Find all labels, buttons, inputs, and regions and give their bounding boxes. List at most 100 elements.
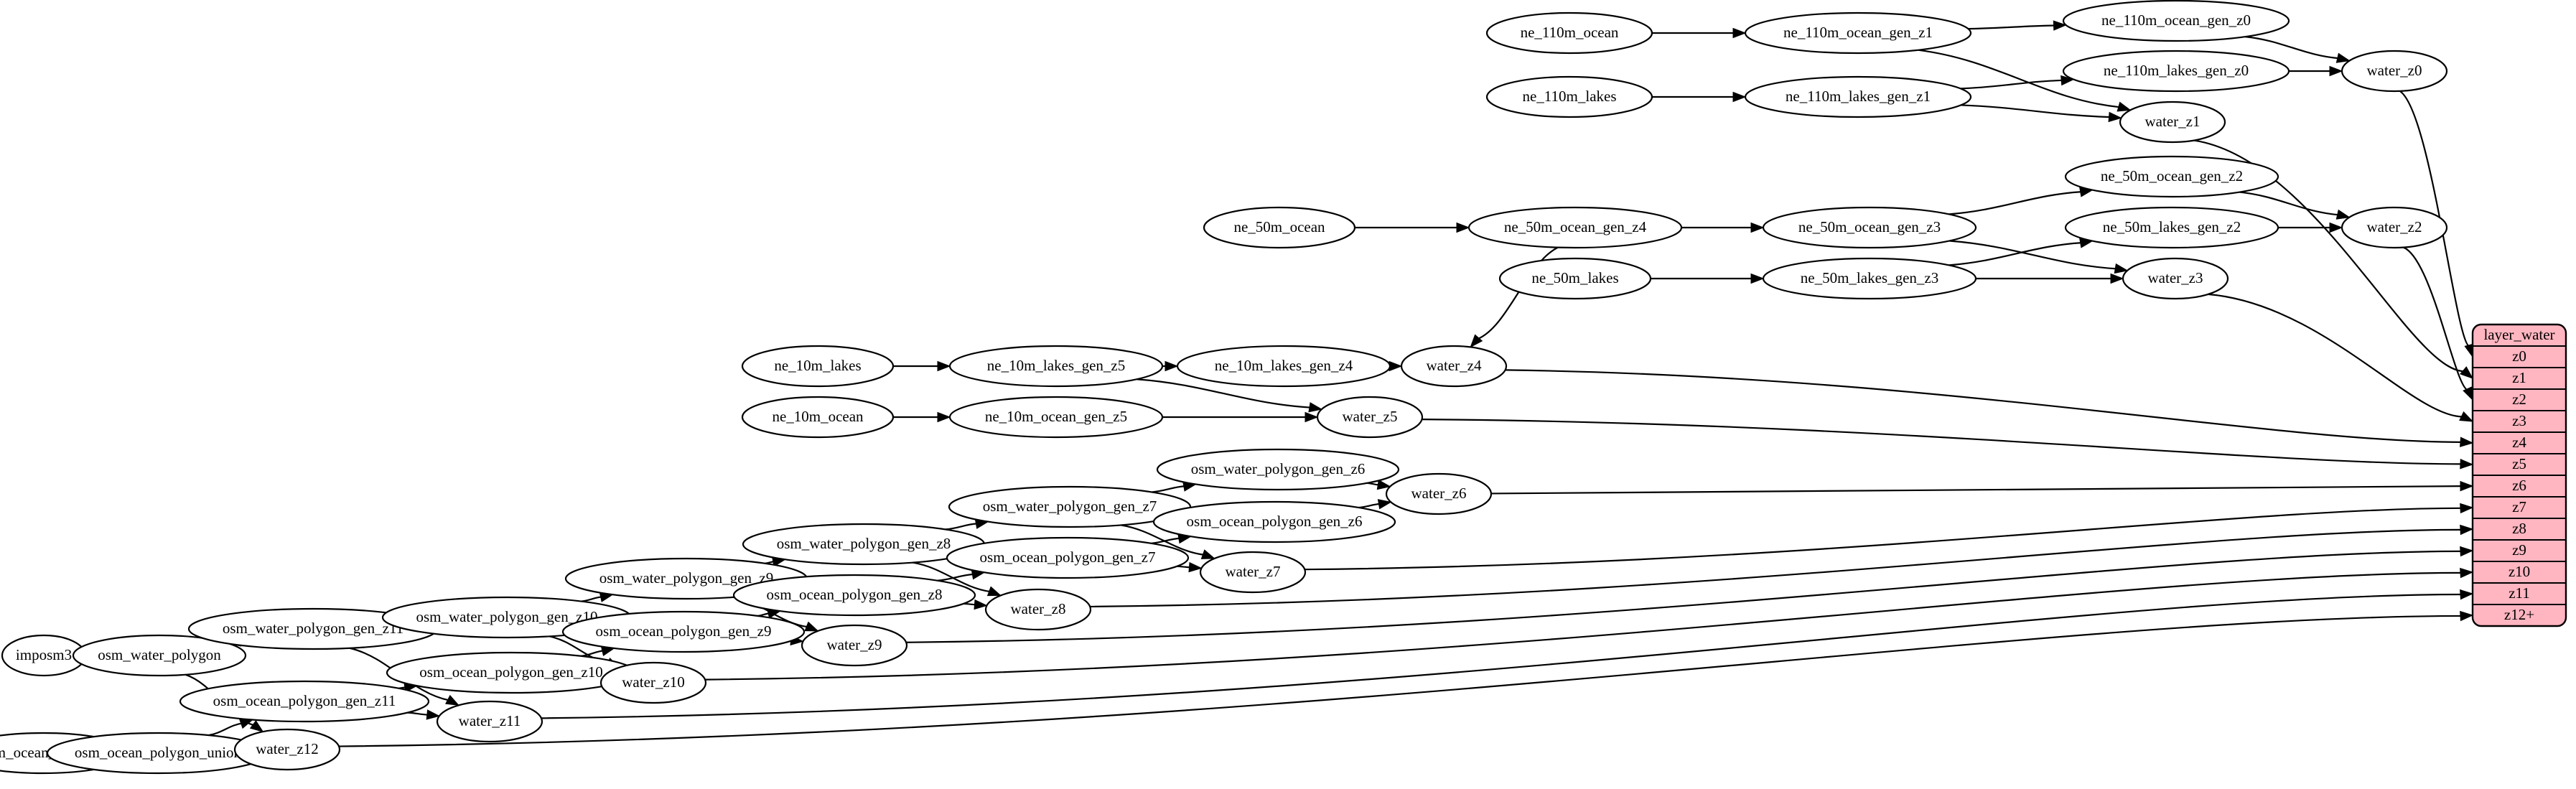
node-ellipse[interactable] [2119, 101, 2226, 144]
graph-node-ne_50m_ocean_gen_z3[interactable]: ne_50m_ocean_gen_z3 [1762, 206, 1977, 249]
node-ellipse[interactable] [1203, 206, 1356, 249]
graph-node-water_z4[interactable]: water_z4 [1400, 345, 1508, 388]
graph-node-osm_ocean_polygon_gen_z8[interactable]: osm_ocean_polygon_gen_z8 [732, 574, 976, 617]
layer-water-table[interactable]: layer_waterz0z1z2z3z4z5z6z7z8z9z10z11z12… [2471, 323, 2567, 627]
graph-node-water_z0[interactable]: water_z0 [2341, 50, 2448, 93]
layer-water-row-z7[interactable]: z7 [2512, 498, 2526, 515]
graph-node-water_z9[interactable]: water_z9 [801, 624, 908, 667]
graph-node-water_z8[interactable]: water_z8 [984, 588, 1092, 631]
layer-water-row-z5[interactable]: z5 [2512, 455, 2526, 472]
node-ellipse[interactable] [2122, 257, 2229, 300]
node-ellipse[interactable] [2341, 50, 2448, 93]
node-ellipse[interactable] [1485, 11, 1653, 55]
graph-node-osm_ocean_polygon_gen_z6[interactable]: osm_ocean_polygon_gen_z6 [1152, 500, 1396, 543]
node-ellipse[interactable] [1485, 75, 1653, 118]
graph-node-ne_50m_ocean_gen_z2[interactable]: ne_50m_ocean_gen_z2 [2064, 155, 2279, 198]
graph-node-osm_ocean_polygon_gen_z11[interactable]: osm_ocean_polygon_gen_z11 [179, 680, 430, 723]
graph-node-ne_50m_lakes_gen_z3[interactable]: ne_50m_lakes_gen_z3 [1762, 257, 1977, 300]
graph-node-water_z11[interactable]: water_z11 [436, 700, 543, 743]
edge-arrowhead [1200, 549, 1215, 559]
node-ellipse[interactable] [179, 680, 430, 723]
node-ellipse[interactable] [741, 396, 895, 439]
graph-node-water_z7[interactable]: water_z7 [1199, 551, 1307, 594]
graph-node-ne_110m_ocean[interactable]: ne_110m_ocean [1485, 11, 1653, 55]
edge-arrowhead [2108, 111, 2122, 123]
node-ellipse[interactable] [741, 345, 895, 388]
node-ellipse[interactable] [1199, 551, 1307, 594]
graph-node-ne_110m_lakes_gen_z1[interactable]: ne_110m_lakes_gen_z1 [1744, 75, 1972, 118]
graph-node-osm_ocean_polygon_gen_z10[interactable]: osm_ocean_polygon_gen_z10 [386, 651, 637, 694]
node-ellipse[interactable] [1762, 257, 1977, 300]
node-ellipse[interactable] [386, 651, 637, 694]
node-ellipse[interactable] [948, 396, 1164, 439]
node-ellipse[interactable] [801, 624, 908, 667]
layer-water-row-z9[interactable]: z9 [2512, 541, 2526, 559]
node-ellipse[interactable] [2064, 206, 2279, 249]
node-ellipse[interactable] [2064, 155, 2279, 198]
graph-node-ne_50m_ocean_gen_z4[interactable]: ne_50m_ocean_gen_z4 [1467, 206, 1683, 249]
node-ellipse[interactable] [1762, 206, 1977, 249]
node-ellipse[interactable] [2062, 0, 2290, 42]
node-ellipse[interactable] [1316, 396, 1424, 439]
layer-water-row-z12+[interactable]: z12+ [2504, 606, 2534, 623]
graph-node-water_z12[interactable]: water_z12 [233, 728, 341, 771]
layer-water-row-z6[interactable]: z6 [2512, 477, 2526, 494]
layer-water-row-z1[interactable]: z1 [2512, 369, 2526, 386]
node-ellipse[interactable] [1152, 500, 1396, 543]
graph-node-ne_10m_lakes_gen_z4[interactable]: ne_10m_lakes_gen_z4 [1176, 345, 1391, 388]
graph-node-water_z6[interactable]: water_z6 [1385, 472, 1493, 515]
node-ellipse[interactable] [948, 345, 1164, 388]
node-ellipse[interactable] [732, 574, 976, 617]
node-ellipse[interactable] [1400, 345, 1508, 388]
graph-node-ne_110m_lakes_gen_z0[interactable]: ne_110m_lakes_gen_z0 [2062, 50, 2290, 93]
node-ellipse[interactable] [599, 661, 707, 704]
graph-node-ne_10m_lakes_gen_z5[interactable]: ne_10m_lakes_gen_z5 [948, 345, 1164, 388]
edge-arrowhead [2110, 273, 2124, 284]
edge-arrowhead [1188, 561, 1203, 573]
node-ellipse[interactable] [1744, 75, 1972, 118]
graph-node-osm_ocean_polygon_gen_z9[interactable]: osm_ocean_polygon_gen_z9 [561, 610, 806, 653]
node-ellipse[interactable] [436, 700, 543, 743]
graph-node-ne_50m_lakes[interactable]: ne_50m_lakes [1498, 257, 1652, 300]
node-ellipse[interactable] [984, 588, 1092, 631]
node-ellipse[interactable] [1744, 11, 1972, 55]
graph-node-ne_50m_ocean[interactable]: ne_50m_ocean [1203, 206, 1356, 249]
node-ellipse[interactable] [561, 610, 806, 653]
layer-water-row-z3[interactable]: z3 [2512, 412, 2526, 429]
layer-water-row-z10[interactable]: z10 [2509, 563, 2530, 580]
graph-node-osm_water_polygon_gen_z6[interactable]: osm_water_polygon_gen_z6 [1156, 448, 1400, 491]
node-ellipse[interactable] [233, 728, 341, 771]
node-ellipse[interactable] [946, 536, 1190, 579]
edge-arrowhead [2117, 101, 2132, 112]
graph-node-ne_10m_ocean_gen_z5[interactable]: ne_10m_ocean_gen_z5 [948, 396, 1164, 439]
graph-edge [339, 615, 2463, 747]
graph-node-water_z3[interactable]: water_z3 [2122, 257, 2229, 300]
graph-node-water_z10[interactable]: water_z10 [599, 661, 707, 704]
graph-node-osm_ocean_polygon_gen_z7[interactable]: osm_ocean_polygon_gen_z7 [946, 536, 1190, 579]
node-ellipse[interactable] [1467, 206, 1683, 249]
layer-water-row-z11[interactable]: z11 [2509, 584, 2530, 602]
graph-node-water_z2[interactable]: water_z2 [2341, 206, 2448, 249]
graph-node-ne_110m_ocean_gen_z0[interactable]: ne_110m_ocean_gen_z0 [2062, 0, 2290, 42]
graph-node-ne_110m_ocean_gen_z1[interactable]: ne_110m_ocean_gen_z1 [1744, 11, 1972, 55]
layer-water-row-z0[interactable]: z0 [2512, 347, 2526, 365]
graph-node-water_z5[interactable]: water_z5 [1316, 396, 1424, 439]
node-ellipse[interactable] [1156, 448, 1400, 491]
layer-water-row-z4[interactable]: z4 [2512, 434, 2526, 451]
graph-node-water_z1[interactable]: water_z1 [2119, 101, 2226, 144]
graph-node-ne_110m_lakes[interactable]: ne_110m_lakes [1485, 75, 1653, 118]
node-ellipse[interactable] [1385, 472, 1493, 515]
graph-node-ne_10m_ocean[interactable]: ne_10m_ocean [741, 396, 895, 439]
graph-node-ne_50m_lakes_gen_z2[interactable]: ne_50m_lakes_gen_z2 [2064, 206, 2279, 249]
node-ellipse[interactable] [2062, 50, 2290, 93]
node-ellipse[interactable] [1498, 257, 1652, 300]
node-ellipse[interactable] [2341, 206, 2448, 249]
node-ellipse[interactable] [72, 634, 247, 677]
layer-water-row-z8[interactable]: z8 [2512, 520, 2526, 537]
layer-water-row-z2[interactable]: z2 [2512, 391, 2526, 408]
graph-node-ne_10m_lakes[interactable]: ne_10m_lakes [741, 345, 895, 388]
edge-arrowhead [2460, 459, 2474, 470]
node-ellipse[interactable] [1176, 345, 1391, 388]
